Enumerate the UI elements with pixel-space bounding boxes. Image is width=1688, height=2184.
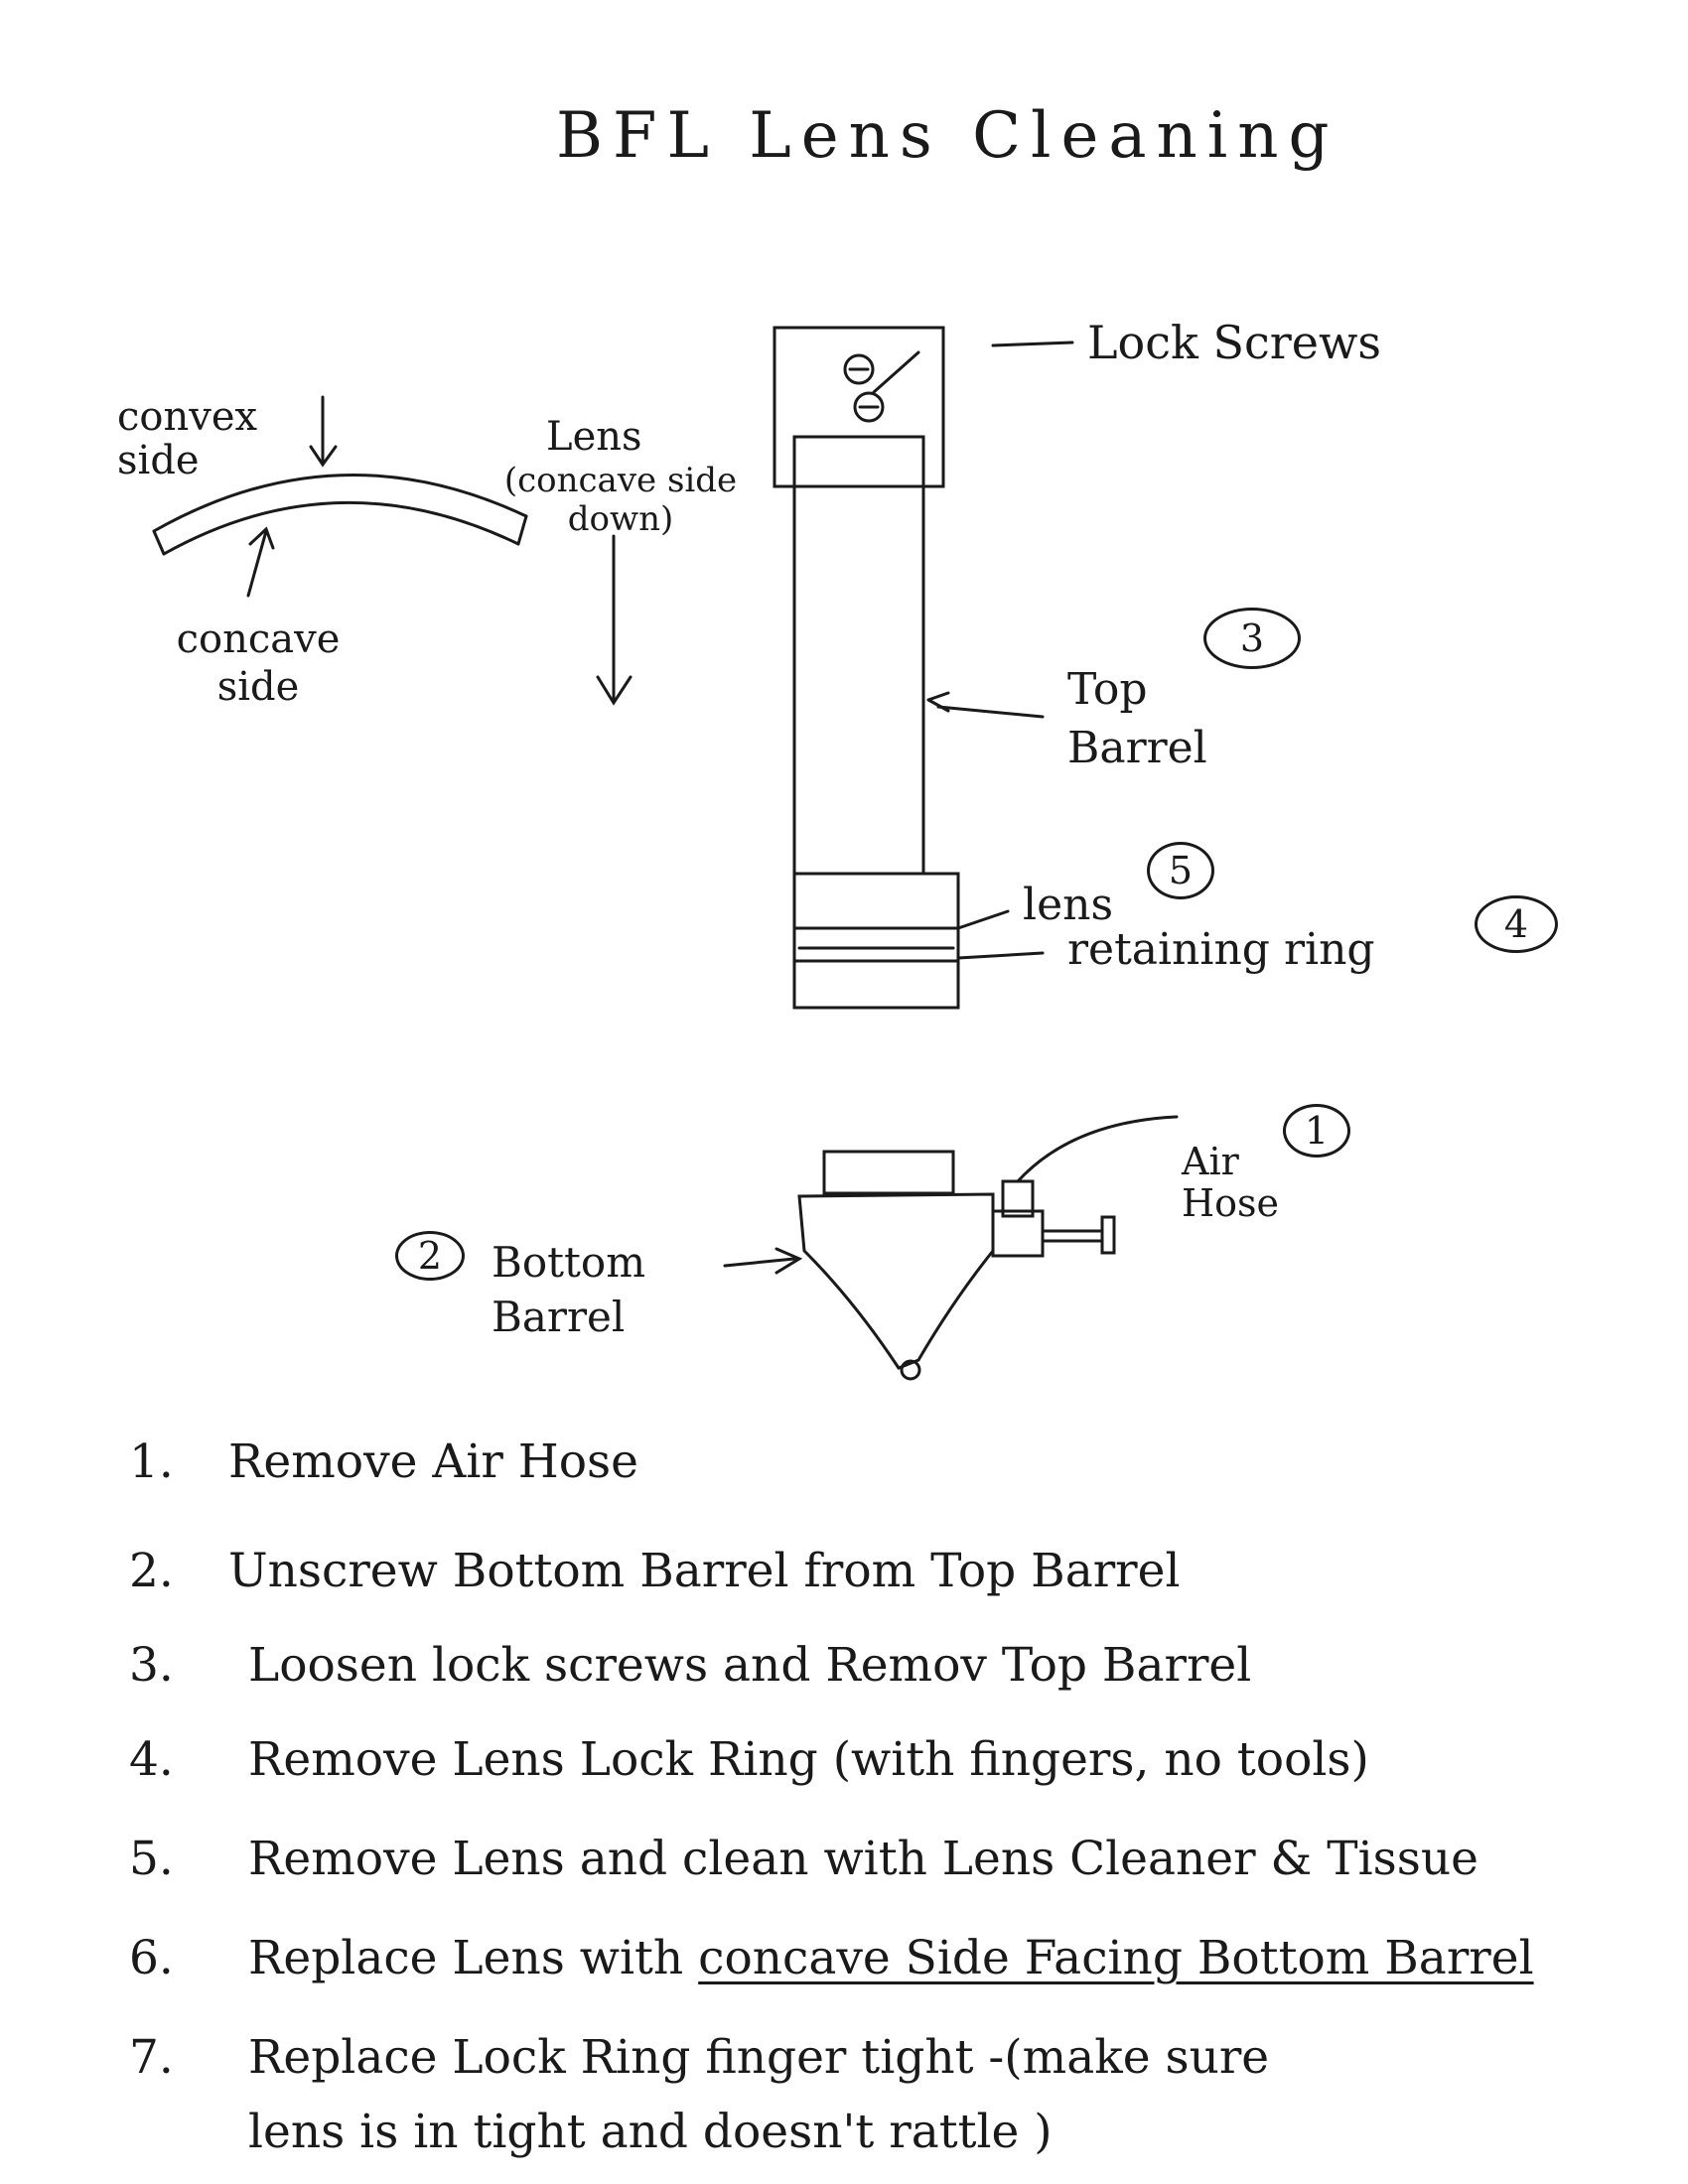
lock-screws-label: Lock Screws <box>1087 316 1381 369</box>
lens-sub-label: (concave side down) <box>503 461 738 540</box>
bottom-barrel-label: Bottom Barrel <box>492 1238 646 1341</box>
top-barrel-label: Top Barrel <box>1067 664 1207 774</box>
step-2-marker: 2 <box>395 1231 465 1281</box>
step-text: Remove Air Hose <box>228 1434 638 1489</box>
step-text: lens is in tight and doesn't rattle ) <box>248 2105 1053 2159</box>
step-number: 7. <box>129 2030 174 2085</box>
convex-side-text: convex side <box>117 394 258 483</box>
step-1-marker: 1 <box>1283 1104 1350 1158</box>
step-3-marker: 3 <box>1203 608 1301 669</box>
step-number: 1. <box>129 1434 174 1489</box>
lens-label: Lens <box>546 414 642 460</box>
step-text-part: Replace Lens with <box>248 1931 699 1985</box>
underlined-phrase: concave Side Facing Bottom Barrel <box>698 1931 1534 1985</box>
step-text: Remove Lens Lock Ring (with fingers, no … <box>248 1732 1369 1787</box>
lens-part-label: lens <box>1023 880 1114 930</box>
step-text: Replace Lens with concave Side Facing Bo… <box>248 1931 1534 1985</box>
step-4-marker: 4 <box>1475 895 1558 953</box>
concave-side-text: concave side <box>176 616 341 710</box>
retaining-ring-label: retaining ring <box>1067 924 1375 975</box>
step-5-marker: 5 <box>1147 842 1214 899</box>
concave-side-label: concave side <box>154 615 362 711</box>
page-title: BFL Lens Cleaning <box>556 99 1339 173</box>
lens-sketch <box>152 395 528 598</box>
bottom-barrel-assembly <box>723 1115 1179 1381</box>
down-arrow-icon <box>596 534 633 706</box>
step-number: 5. <box>129 1832 174 1886</box>
step-text: Replace Lock Ring finger tight -(make su… <box>248 2030 1270 2085</box>
step-text: Loosen lock screws and Remov Top Barrel <box>248 1638 1252 1693</box>
step-number: 6. <box>129 1931 174 1985</box>
convex-side-label: convex side <box>117 395 296 482</box>
air-hose-label: Air Hose <box>1182 1140 1280 1225</box>
step-number: 4. <box>129 1732 174 1787</box>
step-text: Unscrew Bottom Barrel from Top Barrel <box>228 1544 1181 1598</box>
top-barrel-assembly <box>773 326 1074 1010</box>
step-number: 2. <box>129 1544 174 1598</box>
step-number: 3. <box>129 1638 174 1693</box>
step-text: Remove Lens and clean with Lens Cleaner … <box>248 1832 1478 1886</box>
